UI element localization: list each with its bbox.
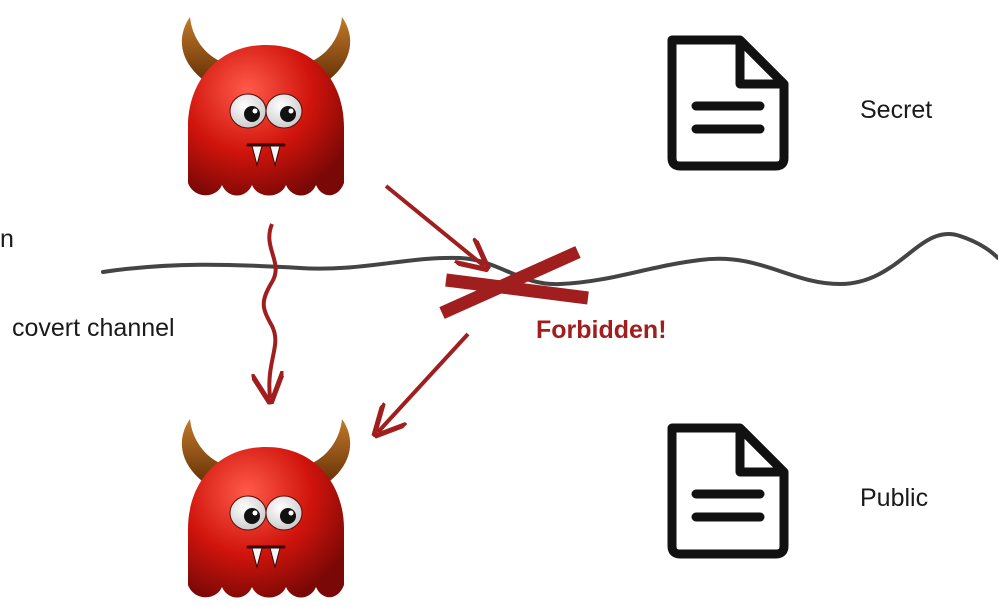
covert-channel-label: covert channel [12, 314, 175, 342]
security-boundary-line [101, 232, 998, 287]
secret-document-icon [672, 40, 784, 166]
forbidden-flow-arrow [384, 184, 484, 266]
public-label: Public [860, 484, 928, 512]
low-devil-icon [180, 417, 352, 599]
high-devil-icon [180, 15, 352, 197]
read-down-arrow [378, 332, 470, 432]
covert-channel-arrow [264, 223, 276, 398]
public-document-icon [672, 428, 784, 554]
secret-label: Secret [860, 96, 932, 124]
partial-left-label: n [0, 225, 14, 253]
forbidden-cross-icon [439, 246, 589, 319]
forbidden-label: Forbidden! [536, 316, 667, 344]
